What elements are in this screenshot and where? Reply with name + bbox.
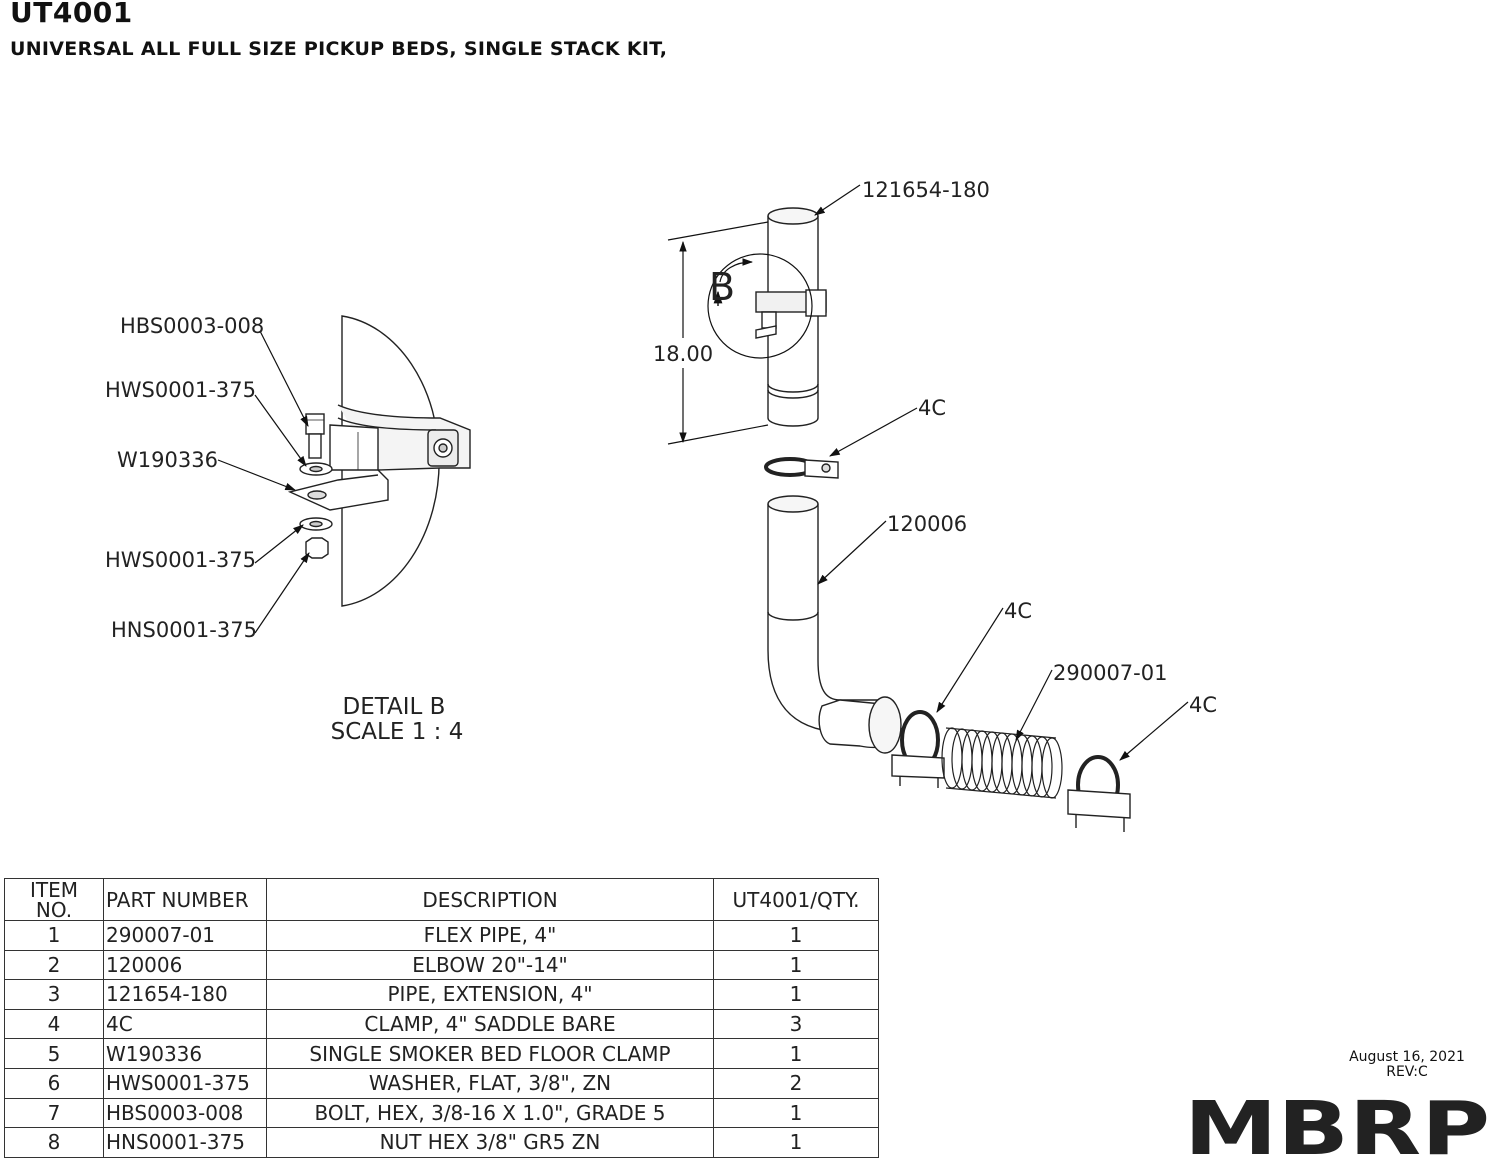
extension-pipe <box>755 207 827 427</box>
bom-description: WASHER, FLAT, 3/8", ZN <box>266 1067 714 1099</box>
bom-item-no: 1 <box>4 920 104 951</box>
bom-qty: 3 <box>713 1008 879 1040</box>
drawing-subtitle: UNIVERSAL ALL FULL SIZE PICKUP BEDS, SIN… <box>10 38 668 60</box>
mbrp-logo-text: MBRP <box>1184 1096 1490 1158</box>
callout-hws0001-375-top: HWS0001-375 <box>105 378 256 402</box>
bom-description: PIPE, EXTENSION, 4" <box>266 979 714 1010</box>
bom-description: FLEX PIPE, 4" <box>266 920 714 951</box>
table-row: 8 HNS0001-375 NUT HEX 3/8" GR5 ZN 1 <box>4 1127 879 1158</box>
revision-block: August 16, 2021 REV:C <box>1340 1050 1474 1080</box>
revision-date: August 16, 2021 <box>1349 1049 1465 1065</box>
bom-qty: 1 <box>713 1127 879 1158</box>
bom-header-qty: UT4001/QTY. <box>713 878 879 921</box>
drawing-number: UT4001 <box>10 0 133 29</box>
detail-b-scale: SCALE 1 : 4 <box>331 719 464 745</box>
table-row: 6 HWS0001-375 WASHER, FLAT, 3/8", ZN 2 <box>4 1067 879 1099</box>
mbrp-logo: MBRP <box>1184 1096 1490 1158</box>
bom-item-no: 5 <box>4 1038 104 1069</box>
bom-description: NUT HEX 3/8" GR5 ZN <box>266 1127 714 1158</box>
bom-part-number: 4C <box>103 1008 267 1040</box>
callout-121654-180: 121654-180 <box>862 178 990 202</box>
bom-part-number: W190336 <box>103 1038 267 1069</box>
bom-item-no: 8 <box>4 1127 104 1158</box>
bom-description: SINGLE SMOKER BED FLOOR CLAMP <box>266 1038 714 1069</box>
callout-4c-right: 4C <box>1189 693 1217 717</box>
bom-qty: 1 <box>713 949 879 981</box>
bom-item-no: 2 <box>4 949 104 981</box>
callout-120006: 120006 <box>887 512 967 536</box>
callout-4c-top: 4C <box>918 396 946 420</box>
bom-description: ELBOW 20"-14" <box>266 949 714 981</box>
bom-qty: 1 <box>713 979 879 1010</box>
bom-part-number: HNS0001-375 <box>103 1127 267 1158</box>
bom-part-number: 121654-180 <box>103 979 267 1010</box>
bom-part-number: 290007-01 <box>103 920 267 951</box>
bom-qty: 1 <box>713 920 879 951</box>
table-row: 5 W190336 SINGLE SMOKER BED FLOOR CLAMP … <box>4 1038 879 1069</box>
bom-part-number: HWS0001-375 <box>103 1067 267 1099</box>
bom-description: BOLT, HEX, 3/8-16 X 1.0", GRADE 5 <box>266 1097 714 1129</box>
callout-4c-mid: 4C <box>1004 599 1032 623</box>
callout-hws0001-375-bottom: HWS0001-375 <box>105 548 256 572</box>
bom-item-no: 3 <box>4 979 104 1010</box>
bom-qty: 2 <box>713 1067 879 1099</box>
revision-code: REV:C <box>1386 1064 1428 1080</box>
table-row: 7 HBS0003-008 BOLT, HEX, 3/8-16 X 1.0", … <box>4 1097 879 1129</box>
detail-mark-b: B <box>709 265 735 309</box>
callout-w190336: W190336 <box>117 448 218 472</box>
bom-part-number: HBS0003-008 <box>103 1097 267 1129</box>
bom-qty: 1 <box>713 1038 879 1069</box>
table-row: 4 4C CLAMP, 4" SADDLE BARE 3 <box>4 1008 879 1040</box>
table-row: 1 290007-01 FLEX PIPE, 4" 1 <box>4 920 879 951</box>
bom-description: CLAMP, 4" SADDLE BARE <box>266 1008 714 1040</box>
callout-hbs0003-008: HBS0003-008 <box>120 314 264 338</box>
saddle-clamp-right <box>1067 755 1131 832</box>
dimension-18: 18.00 <box>653 342 713 366</box>
bom-header-description: DESCRIPTION <box>266 878 714 921</box>
bom-item-no: 4 <box>4 1008 104 1040</box>
detail-b-view <box>287 315 471 607</box>
bom-qty: 1 <box>713 1097 879 1129</box>
assembly-drawing: HBS0003-008 HWS0001-375 W190336 HWS0001-… <box>105 178 1217 832</box>
detail-b-title: DETAIL B <box>343 694 446 720</box>
table-row: 3 121654-180 PIPE, EXTENSION, 4" 1 <box>4 979 879 1010</box>
saddle-clamp-mid <box>891 710 945 788</box>
table-row: 2 120006 ELBOW 20"-14" 1 <box>4 949 879 981</box>
callout-hns0001-375: HNS0001-375 <box>111 618 257 642</box>
saddle-clamp-top <box>764 457 839 479</box>
bom-item-no: 7 <box>4 1097 104 1129</box>
callout-290007-01: 290007-01 <box>1053 661 1167 685</box>
bom-header-part-number: PART NUMBER <box>103 878 267 921</box>
flex-pipe <box>941 727 1063 799</box>
bom-part-number: 120006 <box>103 949 267 981</box>
bom-item-no: 6 <box>4 1067 104 1099</box>
elbow-pipe <box>767 495 902 754</box>
